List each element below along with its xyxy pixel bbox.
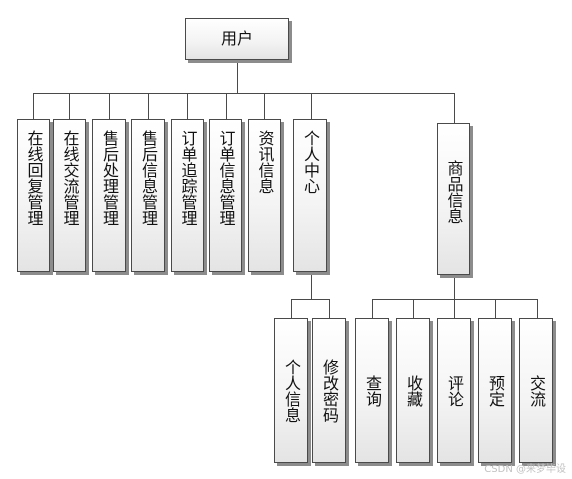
node-favorite: 收藏 bbox=[396, 318, 430, 463]
node-personal-center: 个人中心 bbox=[293, 119, 327, 272]
node-label: 订单信息管理 bbox=[216, 130, 236, 226]
node-after-sales-info-management: 售后信息管理 bbox=[131, 119, 165, 272]
node-order-info-management: 订单信息管理 bbox=[209, 119, 242, 272]
node-comment: 评论 bbox=[437, 318, 471, 463]
node-online-reply-management: 在线回复管理 bbox=[17, 119, 50, 272]
node-product-info: 商品信息 bbox=[437, 123, 470, 275]
node-online-chat-management: 在线交流管理 bbox=[53, 119, 86, 272]
node-label: 商品信息 bbox=[444, 160, 464, 224]
watermark-text: CSDN @来梦毕设 bbox=[484, 464, 566, 475]
node-order-tracking-management: 订单追踪管理 bbox=[171, 119, 204, 272]
node-query: 查询 bbox=[355, 318, 389, 463]
node-after-sales-handling-management: 售后处理管理 bbox=[92, 119, 126, 272]
node-label: 查询 bbox=[363, 374, 382, 407]
node-change-password: 修改密码 bbox=[312, 318, 346, 463]
node-personal-info: 个人信息 bbox=[274, 318, 308, 463]
node-label: 售后处理管理 bbox=[100, 130, 119, 226]
node-root-user: 用户 bbox=[185, 18, 289, 60]
node-label: 在线交流管理 bbox=[60, 130, 80, 226]
node-label: 收藏 bbox=[404, 374, 423, 407]
node-label: 资讯信息 bbox=[255, 130, 275, 194]
node-root-label: 用户 bbox=[220, 29, 253, 48]
node-label: 售后信息管理 bbox=[139, 130, 158, 226]
node-label: 评论 bbox=[445, 374, 464, 407]
node-label: 预定 bbox=[486, 374, 505, 407]
node-label: 订单追踪管理 bbox=[178, 130, 198, 226]
node-news-info: 资讯信息 bbox=[248, 119, 281, 272]
node-exchange: 交流 bbox=[519, 318, 553, 463]
node-label: 个人信息 bbox=[282, 358, 301, 423]
node-reserve: 预定 bbox=[478, 318, 512, 463]
node-label: 交流 bbox=[527, 374, 546, 407]
node-label: 在线回复管理 bbox=[24, 130, 44, 226]
node-label: 个人中心 bbox=[301, 130, 320, 194]
node-label: 修改密码 bbox=[320, 358, 339, 423]
